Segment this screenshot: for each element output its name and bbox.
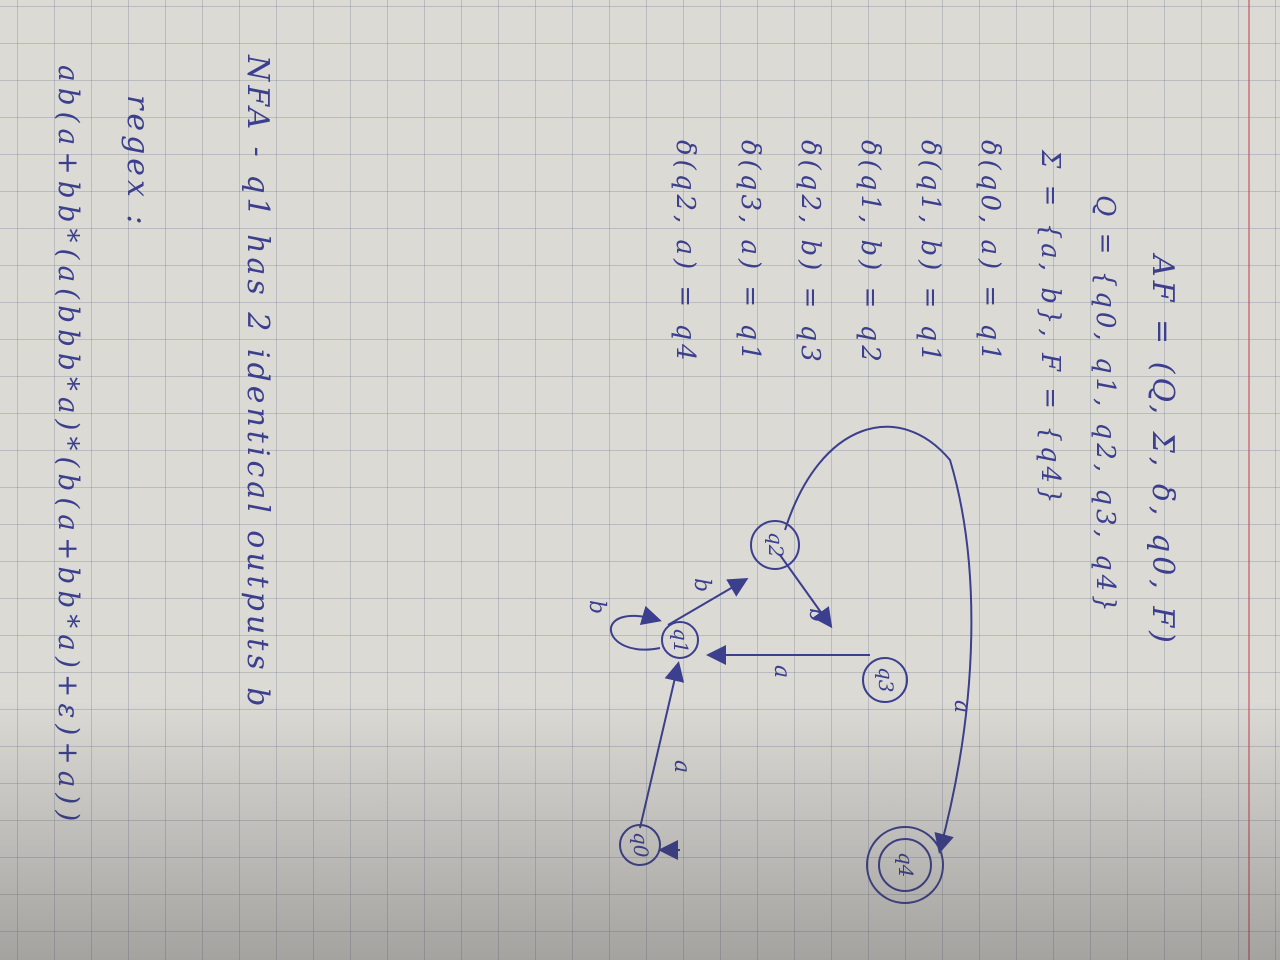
nfa-note: NFA - q1 has 2 identical outputs b xyxy=(240,55,275,711)
state-q0-label: q0 xyxy=(629,832,653,858)
edge-label-q3-q1: a xyxy=(769,665,794,678)
edge-label-q1-q2: b xyxy=(689,578,714,592)
edge-label-q0-q1: a xyxy=(669,760,694,773)
state-q4-label: q4 xyxy=(894,852,918,878)
state-q4-outer-circle xyxy=(866,826,944,904)
edge-label-q2-q4: a xyxy=(949,700,974,713)
edge-q2-q4 xyxy=(784,425,973,854)
state-q4-inner-circle xyxy=(878,838,932,892)
regex-expression: ab(a+bb*(a(bbb*a)*(b(a+bb*a)+ε)+a)) xyxy=(52,65,85,828)
edge-label-q2-q3: b xyxy=(804,608,829,622)
edge-q1-q2 xyxy=(667,577,749,626)
edge-q2-q3 xyxy=(779,554,833,629)
state-q0-circle xyxy=(619,824,661,866)
state-q2-label: q2 xyxy=(764,532,788,558)
edge-label-q1-self: b xyxy=(584,600,609,614)
state-q2-circle xyxy=(750,520,800,570)
state-q3-circle xyxy=(862,657,908,703)
state-q1-label: q1 xyxy=(669,628,693,654)
edge-q0-q1 xyxy=(639,661,685,829)
edge-q1-self xyxy=(610,605,662,651)
state-q1-circle xyxy=(661,621,699,659)
regex-title: regex : xyxy=(120,95,155,229)
state-q3-label: q3 xyxy=(874,667,898,693)
